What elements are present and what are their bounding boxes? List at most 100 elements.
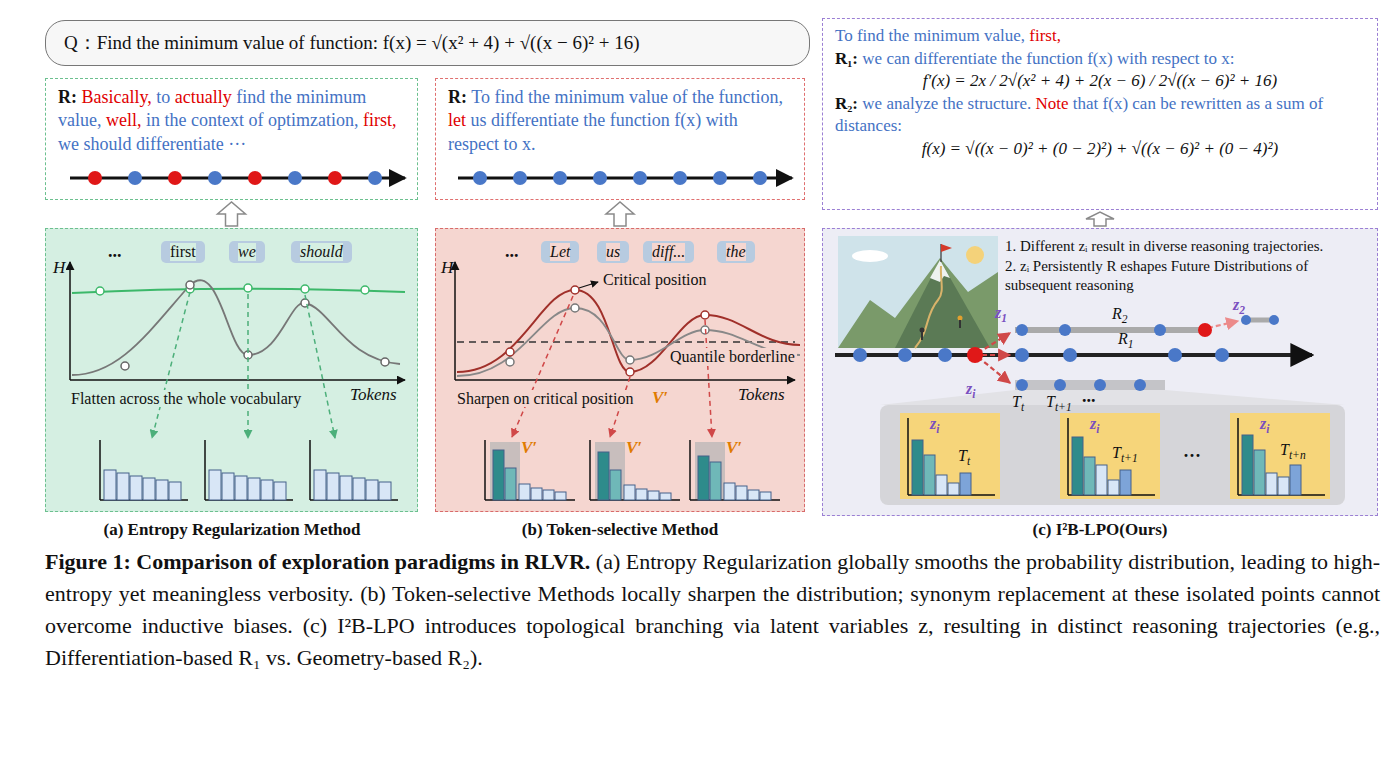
word: to — [156, 87, 170, 107]
word: x. — [522, 134, 536, 154]
text-box: R: To find the minimum value of the func… — [435, 78, 805, 200]
node-text: R₁: we can differentiate the function f(… — [835, 48, 1365, 71]
token-axis-part — [88, 171, 102, 185]
latent-histogram-part-part — [1120, 470, 1131, 495]
word: function — [610, 110, 670, 130]
critical-plot-part-part — [512, 296, 573, 437]
word: introduces — [425, 613, 517, 638]
label-main: T — [1280, 441, 1289, 458]
label-subscript: 2 — [1239, 304, 1245, 316]
node-text: Flatten across the whole vocabulary — [68, 390, 304, 407]
critical-plot-part — [454, 262, 456, 380]
latent-histogram-part-part — [1254, 450, 1265, 495]
word: meaningless — [152, 581, 261, 606]
word: with — [706, 110, 738, 130]
latent-histogram-part — [924, 450, 1265, 495]
word: Note — [1036, 94, 1069, 113]
entropy-plot-part-part — [361, 286, 369, 294]
sharp-histogram-part-part — [531, 488, 542, 500]
sharp-histogram-part-part — [660, 493, 671, 500]
token-axis-part — [328, 171, 342, 185]
node-text: we — [238, 243, 256, 261]
critical-plot-part-part — [571, 304, 579, 312]
plot-label: Tokens — [350, 385, 397, 405]
word: in — [501, 549, 519, 574]
word: f(x) — [1103, 94, 1128, 113]
trajectory-branches-part-part — [1134, 379, 1146, 391]
word: resulting — [943, 613, 1020, 638]
word: distances: — [835, 116, 902, 135]
label-main: z — [1090, 415, 1096, 432]
label-main: R — [1112, 305, 1122, 322]
token-axis-part — [713, 171, 727, 185]
word: synonym — [910, 581, 991, 606]
word: Geometry-based — [297, 645, 442, 670]
label-main: z — [995, 304, 1001, 321]
entropy-plot-part-part — [186, 281, 194, 289]
node-text: 2. zᵢ Persistently R eshapes Future Dist… — [1003, 257, 1369, 296]
critical-plot-part-part — [506, 358, 514, 366]
plot-label: H — [53, 258, 65, 278]
token-axis-part — [288, 171, 302, 185]
word: Basically, — [82, 87, 152, 107]
latent-histogram-part-part — [1230, 413, 1330, 499]
word: respect — [448, 134, 499, 154]
word: overcome — [45, 613, 132, 638]
word: of — [258, 549, 276, 574]
trajectory-branches-part-part — [898, 348, 912, 362]
word: we — [862, 94, 882, 113]
label-main: z — [1260, 415, 1266, 432]
word: R: — [58, 87, 77, 107]
word: the — [994, 549, 1021, 574]
trajectory-branches-part-part — [1269, 315, 1279, 325]
sharp-histogram-part-part — [555, 492, 566, 500]
node-text: R: To find the minimum value of the func… — [448, 86, 792, 156]
word: Token-selective — [392, 581, 531, 606]
label-subscript: 1 — [1001, 312, 1007, 324]
sharp-histogram-part-part — [748, 490, 759, 500]
node-text: Let — [550, 243, 570, 261]
label-subscript: t — [1021, 401, 1024, 413]
trajectory-branches-part-part — [1154, 324, 1166, 336]
trajectory-branches-part-part — [1215, 348, 1229, 362]
token-chip: Let — [541, 241, 579, 263]
entropy-plot-part — [96, 284, 369, 295]
flat-histogram-part-part — [379, 482, 391, 500]
word: in — [146, 110, 160, 130]
entropy-plot-part — [72, 280, 400, 375]
token-axis-part — [70, 177, 405, 180]
plot-label: z2 — [1233, 296, 1245, 316]
word: (e.g., — [1335, 613, 1380, 638]
trajectory-branches-part — [967, 347, 983, 363]
token-chip: us — [597, 241, 629, 263]
latent-histogram-part-part — [1242, 435, 1253, 495]
word: the — [583, 110, 605, 130]
word: latent — [770, 613, 819, 638]
token-axis — [70, 171, 792, 185]
word: Entropy — [626, 549, 697, 574]
word: the — [943, 94, 964, 113]
formula: f′(x) = 2x / 2√(x² + 4) + 2(x − 6) / 2√(… — [835, 70, 1365, 93]
entropy-plot-part-part — [152, 292, 190, 438]
word: optimzation, — [268, 110, 358, 130]
word: sharpen — [688, 581, 756, 606]
word: in — [1030, 613, 1047, 638]
token-chip: should — [291, 241, 352, 263]
label-main: R — [1118, 330, 1128, 347]
entropy-plot-part-part — [301, 285, 309, 293]
word: exploration — [282, 549, 390, 574]
mountain-picture-part — [921, 332, 923, 340]
mountain-picture-part — [959, 320, 961, 328]
latent-histogram-part-part — [1084, 457, 1095, 495]
flat-histogram-part-part — [248, 478, 260, 500]
label-subscript: 2 — [1122, 313, 1128, 325]
plot-label: Tt — [958, 447, 970, 467]
node-text: Q：Find the minimum value of function: f(… — [64, 30, 791, 56]
flat-histogram-part-part — [366, 480, 378, 500]
critical-plot-part — [457, 308, 800, 376]
hollow-arrow — [1086, 212, 1114, 226]
word: the — [692, 87, 714, 107]
word: paradigms — [395, 549, 495, 574]
mountain-picture-part — [852, 250, 888, 262]
plot-label: zi — [1090, 415, 1099, 435]
